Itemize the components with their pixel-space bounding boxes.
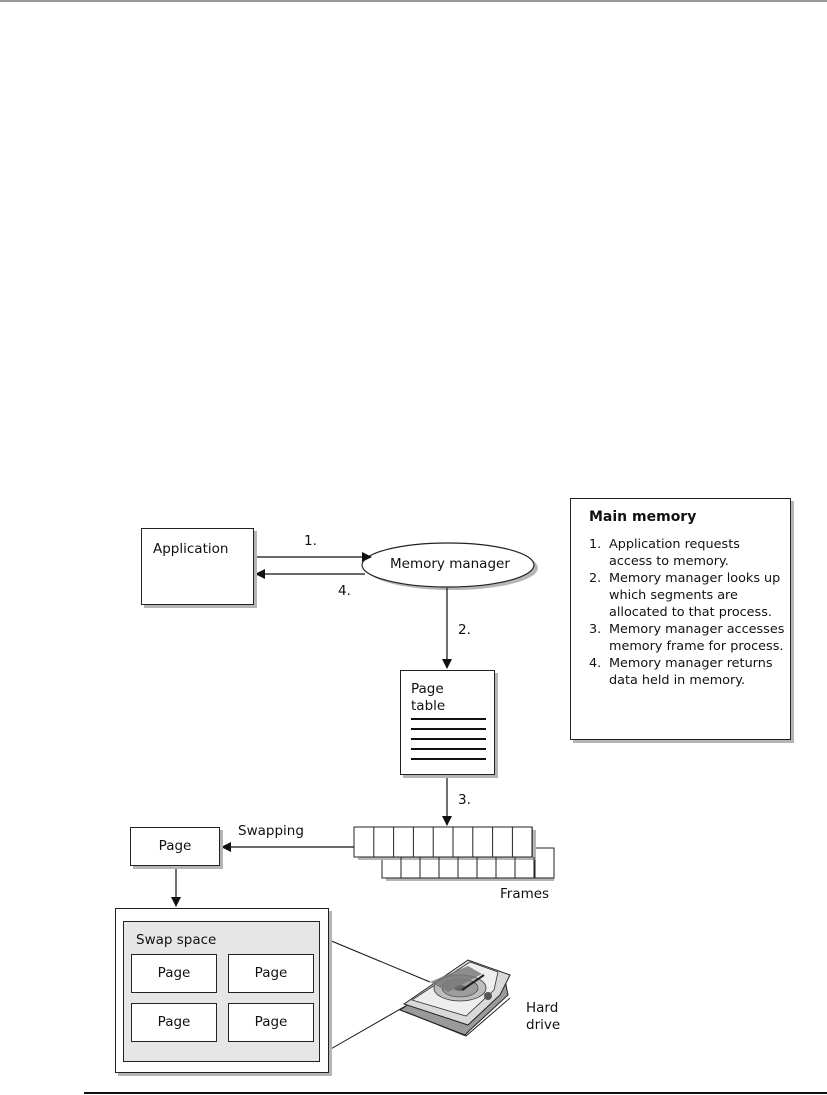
legend-step-number: 3. xyxy=(589,622,602,637)
hard-drive-label-line2: drive xyxy=(526,1017,561,1033)
frames-label: Frames xyxy=(500,886,550,902)
page-table-line xyxy=(411,718,486,720)
memory-manager-label: Memory manager xyxy=(390,556,510,572)
legend-step-text: Memory manager returns data held in memo… xyxy=(609,656,773,688)
page-box: Page xyxy=(130,827,220,866)
step-label-3: 3. xyxy=(458,792,471,808)
legend-step-number: 2. xyxy=(589,571,602,586)
page-table-line xyxy=(411,758,486,760)
swap-space-label: Swap space xyxy=(136,932,217,948)
frame-cells xyxy=(373,827,535,878)
legend-step: 2. Memory manager looks up which segments… xyxy=(589,570,785,621)
legend-step-text: Memory manager looks up which segments a… xyxy=(609,571,781,620)
bottom-rule xyxy=(84,1092,827,1094)
frames-front-row xyxy=(353,826,536,860)
legend-title: Main memory xyxy=(589,509,697,525)
page-table-line xyxy=(411,728,486,730)
page-table-document: Page table xyxy=(400,670,495,775)
swap-page: Page xyxy=(228,954,314,993)
swapping-label: Swapping xyxy=(238,823,304,839)
application-label: Application xyxy=(153,541,229,557)
step-label-1: 1. xyxy=(304,533,317,549)
page-label: Page xyxy=(158,838,192,854)
hard-drive-image xyxy=(398,959,511,1037)
application-box: Application xyxy=(141,528,254,605)
legend-step: 4. Memory manager returns data held in me… xyxy=(589,655,785,689)
step-label-2: 2. xyxy=(458,622,471,638)
legend-step-number: 4. xyxy=(589,656,602,671)
legend-step-text: Memory manager accesses memory frame for… xyxy=(609,622,785,654)
legend-step-number: 1. xyxy=(589,537,602,552)
page-table-label: Page table xyxy=(411,681,446,714)
page-table-line xyxy=(411,738,486,740)
top-rule xyxy=(0,0,827,2)
swap-link-top xyxy=(328,939,431,983)
memory-manager-node xyxy=(361,542,535,588)
main-memory-legend: Main memory 1. Application requests acces… xyxy=(570,498,791,740)
step-label-4: 4. xyxy=(338,583,351,599)
swap-page: Page xyxy=(131,954,217,993)
legend-steps: 1. Application requests access to memory.… xyxy=(589,536,785,689)
legend-step: 1. Application requests access to memory. xyxy=(589,536,785,570)
page-table-line xyxy=(411,748,486,750)
legend-step: 3. Memory manager accesses memory frame f… xyxy=(589,621,785,655)
legend-step-text: Application requests access to memory. xyxy=(609,537,740,569)
swap-page: Page xyxy=(228,1003,314,1042)
swap-page: Page xyxy=(131,1003,217,1042)
hard-drive-label-line1: Hard xyxy=(526,1000,559,1016)
